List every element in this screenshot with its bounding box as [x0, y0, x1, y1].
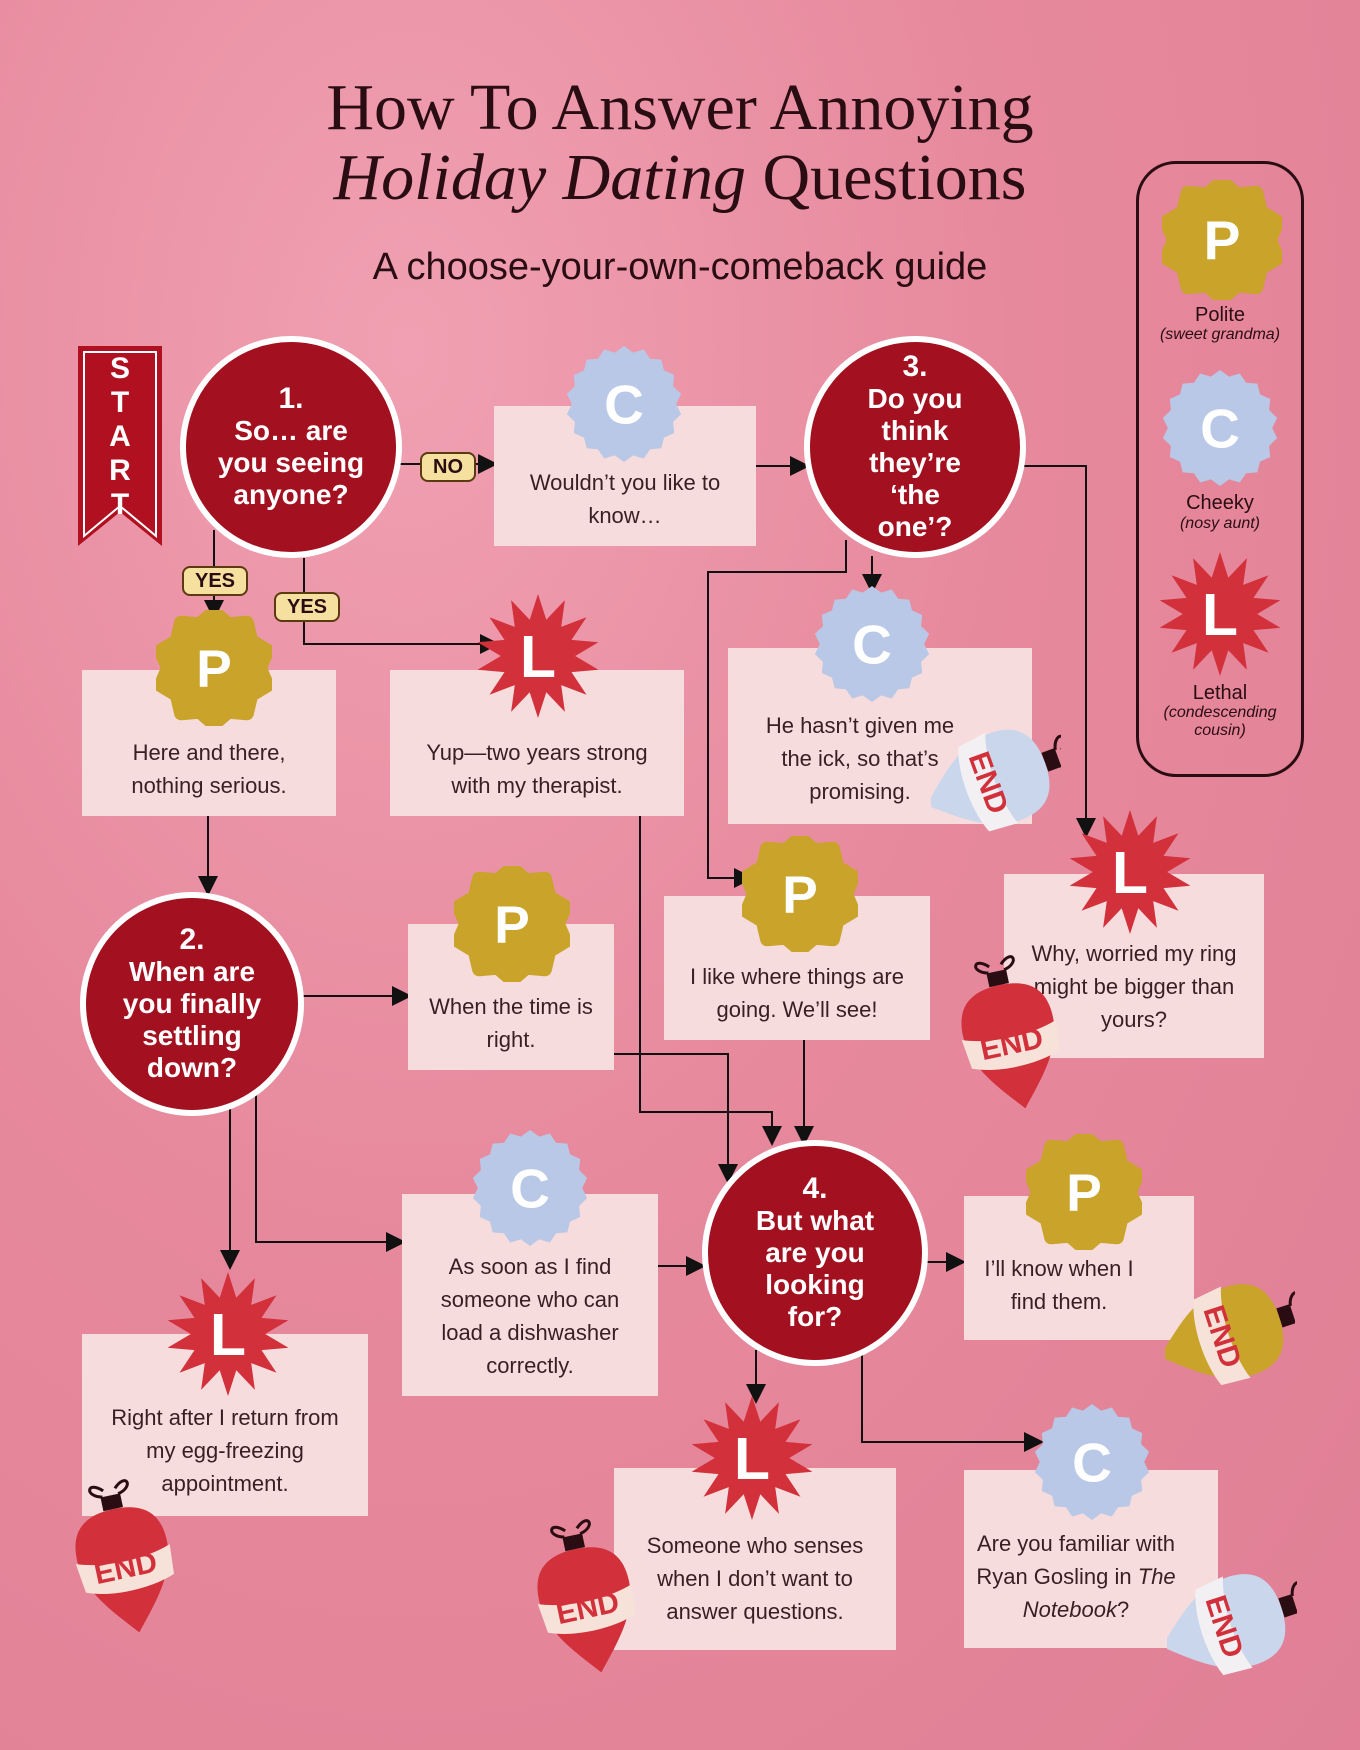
start-letter: T	[110, 386, 130, 419]
badge-letter: P	[782, 866, 817, 925]
badge-letter: L	[734, 1427, 770, 1492]
badge-letter: C	[1200, 398, 1240, 460]
legend-desc-lethal: (condescending cousin)	[1163, 704, 1277, 739]
badge-letter: L	[210, 1303, 246, 1368]
badge-letter: C	[604, 374, 644, 436]
ornament-end-icon: END	[537, 1519, 636, 1673]
page-title-line-1: How To Answer Annoying	[326, 71, 1034, 144]
badge-p-icon: P	[454, 866, 570, 982]
badge-p-icon: P	[156, 610, 272, 726]
badge-shape	[1026, 1134, 1142, 1250]
question-2: 2. When are you finally settling down?	[80, 892, 304, 1116]
badge-letter: P	[1204, 210, 1241, 272]
badge-shape	[691, 1396, 813, 1520]
legend-desc-cheeky: (nosy aunt)	[1179, 515, 1261, 532]
legend-name-lethal: Lethal	[1192, 682, 1248, 704]
legend-name-cheeky: Cheeky	[1186, 492, 1254, 514]
badge-c-icon: C	[1034, 1404, 1150, 1520]
badge-shape	[742, 836, 858, 952]
badge-l-icon: L	[477, 594, 599, 718]
badge-shape	[814, 586, 930, 702]
start-letter: S	[109, 352, 130, 385]
answer-box: Right after I return from my egg-freezin…	[82, 1334, 368, 1516]
arrow-q1-to-lethal	[303, 558, 500, 654]
ornament-end-icon: END	[1165, 1284, 1295, 1386]
start-letter: A	[109, 420, 131, 453]
badge-shape	[472, 1130, 588, 1246]
arrow-q4-to-cheeky	[861, 1354, 1044, 1452]
answer-box: When the time is right.	[408, 924, 614, 1070]
badge-letter: L	[520, 625, 556, 690]
badge-letter: C	[852, 614, 892, 676]
badge-letter: P	[1066, 1164, 1101, 1223]
badge-shape	[1162, 370, 1278, 486]
start-letter: T	[110, 488, 130, 521]
page-title-italic: Holiday Dating	[333, 141, 746, 214]
start-banner	[78, 346, 162, 546]
legend-badge-lethal-icon: L	[1159, 552, 1281, 676]
ornament-end-icon: END	[961, 955, 1060, 1109]
ornament-end-icon: END	[75, 1479, 174, 1633]
badge-p-icon: P	[742, 836, 858, 952]
legend-badge-cheeky-icon: C	[1162, 370, 1278, 486]
ornament-end-icon: END	[931, 729, 1061, 832]
badge-letter: L	[1202, 583, 1238, 648]
badge-p-icon: P	[1026, 1134, 1142, 1250]
arrow-q2-to-cheeky	[255, 1094, 406, 1252]
arrow-polite-to-q4	[614, 1053, 738, 1184]
badge-l-icon: L	[691, 1396, 813, 1520]
arrow-q3-to-lethal	[1022, 465, 1096, 838]
arrow-q3-to-polite	[707, 540, 847, 888]
subtitle: A choose-your-own-comeback guide	[372, 246, 988, 288]
badge-shape	[156, 610, 272, 726]
question-3: 3. Do you think they’re ‘the one’?	[804, 336, 1026, 558]
badge-letter: C	[1072, 1432, 1112, 1494]
badge-letter: C	[510, 1158, 550, 1220]
badge-shape	[477, 594, 599, 718]
badge-letter: P	[196, 640, 231, 699]
badge-shape	[1034, 1404, 1150, 1520]
question-4: 4. But what are you looking for?	[702, 1140, 928, 1366]
badge-shape	[1069, 810, 1191, 934]
legend-desc-polite: (sweet grandma)	[1159, 326, 1281, 343]
badge-l-icon: L	[1069, 810, 1191, 934]
legend-name-polite: Polite	[1194, 304, 1246, 326]
badge-letter: L	[1112, 841, 1148, 906]
ornament-end-icon: END	[1167, 1574, 1297, 1676]
badge-shape	[1162, 180, 1282, 300]
badge-shape	[454, 866, 570, 982]
legend	[1136, 161, 1304, 777]
question-1: 1. So… are you seeing anyone?	[180, 336, 402, 558]
badge-c-icon: C	[472, 1130, 588, 1246]
badge-c-icon: C	[566, 346, 682, 462]
badge-shape	[167, 1272, 289, 1396]
start-letter: R	[109, 454, 131, 487]
badge-l-icon: L	[167, 1272, 289, 1396]
page-title-line-2: Holiday Dating Questions	[0, 140, 1360, 216]
badge-c-icon: C	[814, 586, 930, 702]
tag-yes-2: YES	[274, 592, 340, 622]
page-title-rest: Questions	[745, 141, 1027, 214]
badge-shape	[1159, 552, 1281, 676]
tag-no: NO	[420, 452, 476, 482]
badge-letter: P	[494, 896, 529, 955]
legend-badge-polite-icon: P	[1162, 180, 1282, 300]
tag-yes-1: YES	[182, 566, 248, 596]
arrow-lethal-to-q4	[639, 816, 782, 1146]
badge-shape	[566, 346, 682, 462]
